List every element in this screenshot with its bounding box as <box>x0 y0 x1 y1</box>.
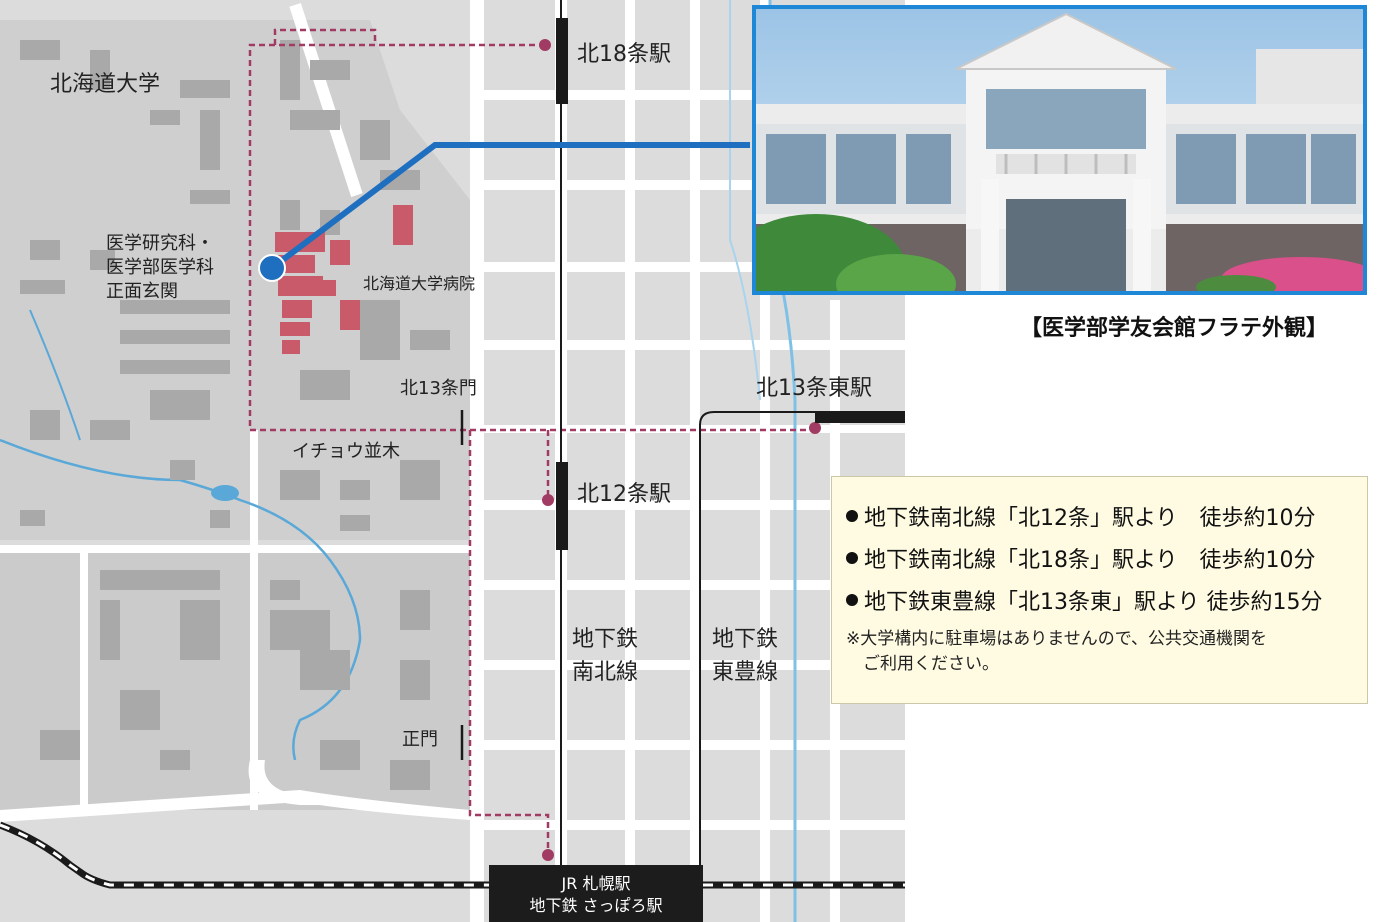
campus-area <box>0 20 470 540</box>
access-info-box: 地下鉄南北線「北12条」駅より 徒歩約10分 地下鉄南北線「北18条」駅より 徒… <box>831 476 1368 704</box>
main-gate-label: 正門 <box>402 729 438 750</box>
route-endpoints <box>539 39 821 861</box>
route-item: 地下鉄南北線「北12条」駅より 徒歩約10分 <box>846 495 1353 537</box>
road-grid <box>0 0 905 922</box>
photo-caption: 【医学部学友会館フラテ外観】 <box>1020 316 1329 341</box>
bullet-icon <box>846 552 858 564</box>
parking-note: ※大学構内に駐車場はありませんので、公共交通機関を ご利用ください。 <box>846 629 1268 674</box>
bullet-icon <box>846 510 858 522</box>
route-text: 地下鉄南北線「北18条」駅より 徒歩約10分 <box>864 548 1316 573</box>
nanboku-line-label: 地下鉄 南北線 <box>572 627 639 685</box>
toho-line <box>699 411 905 865</box>
hospital-label: 北海道大学病院 <box>363 274 476 293</box>
kita18-station-bar <box>556 18 568 104</box>
kita13-east-station-bar <box>815 411 905 423</box>
walking-route <box>248 28 815 855</box>
kita12-station-label: 北12条駅 <box>577 482 671 507</box>
sapporo-station-label: JR 札幌駅 地下鉄 さっぽろ駅 <box>489 865 703 922</box>
route-text: 地下鉄南北線「北12条」駅より 徒歩約10分 <box>864 506 1316 531</box>
route-item: 地下鉄南北線「北18条」駅より 徒歩約10分 <box>846 537 1353 579</box>
university-label: 北海道大学 <box>50 72 161 97</box>
entrance-label: 医学研究科・ 医学部医学科 正面玄関 <box>106 233 214 302</box>
entrance-marker <box>258 254 286 282</box>
kita12-station-bar <box>556 462 568 550</box>
kita18-station-label: 北18条駅 <box>577 42 671 67</box>
river <box>0 438 362 761</box>
jr-rail <box>0 821 905 889</box>
kita13-east-station-label: 北13条東駅 <box>756 376 872 401</box>
ginkgo-avenue-label: イチョウ並木 <box>292 441 400 462</box>
bullet-icon <box>846 594 858 606</box>
kita13-gate-label: 北13条門 <box>400 378 477 399</box>
route-text: 地下鉄東豊線「北13条東」駅より 徒歩約15分 <box>864 590 1323 615</box>
pointer-line <box>270 142 750 271</box>
toho-line-label: 地下鉄 東豊線 <box>712 627 779 685</box>
pond <box>211 485 239 501</box>
building-photo <box>752 5 1367 295</box>
campus-buildings <box>20 40 450 790</box>
route-item: 地下鉄東豊線「北13条東」駅より 徒歩約15分 <box>846 579 1353 621</box>
